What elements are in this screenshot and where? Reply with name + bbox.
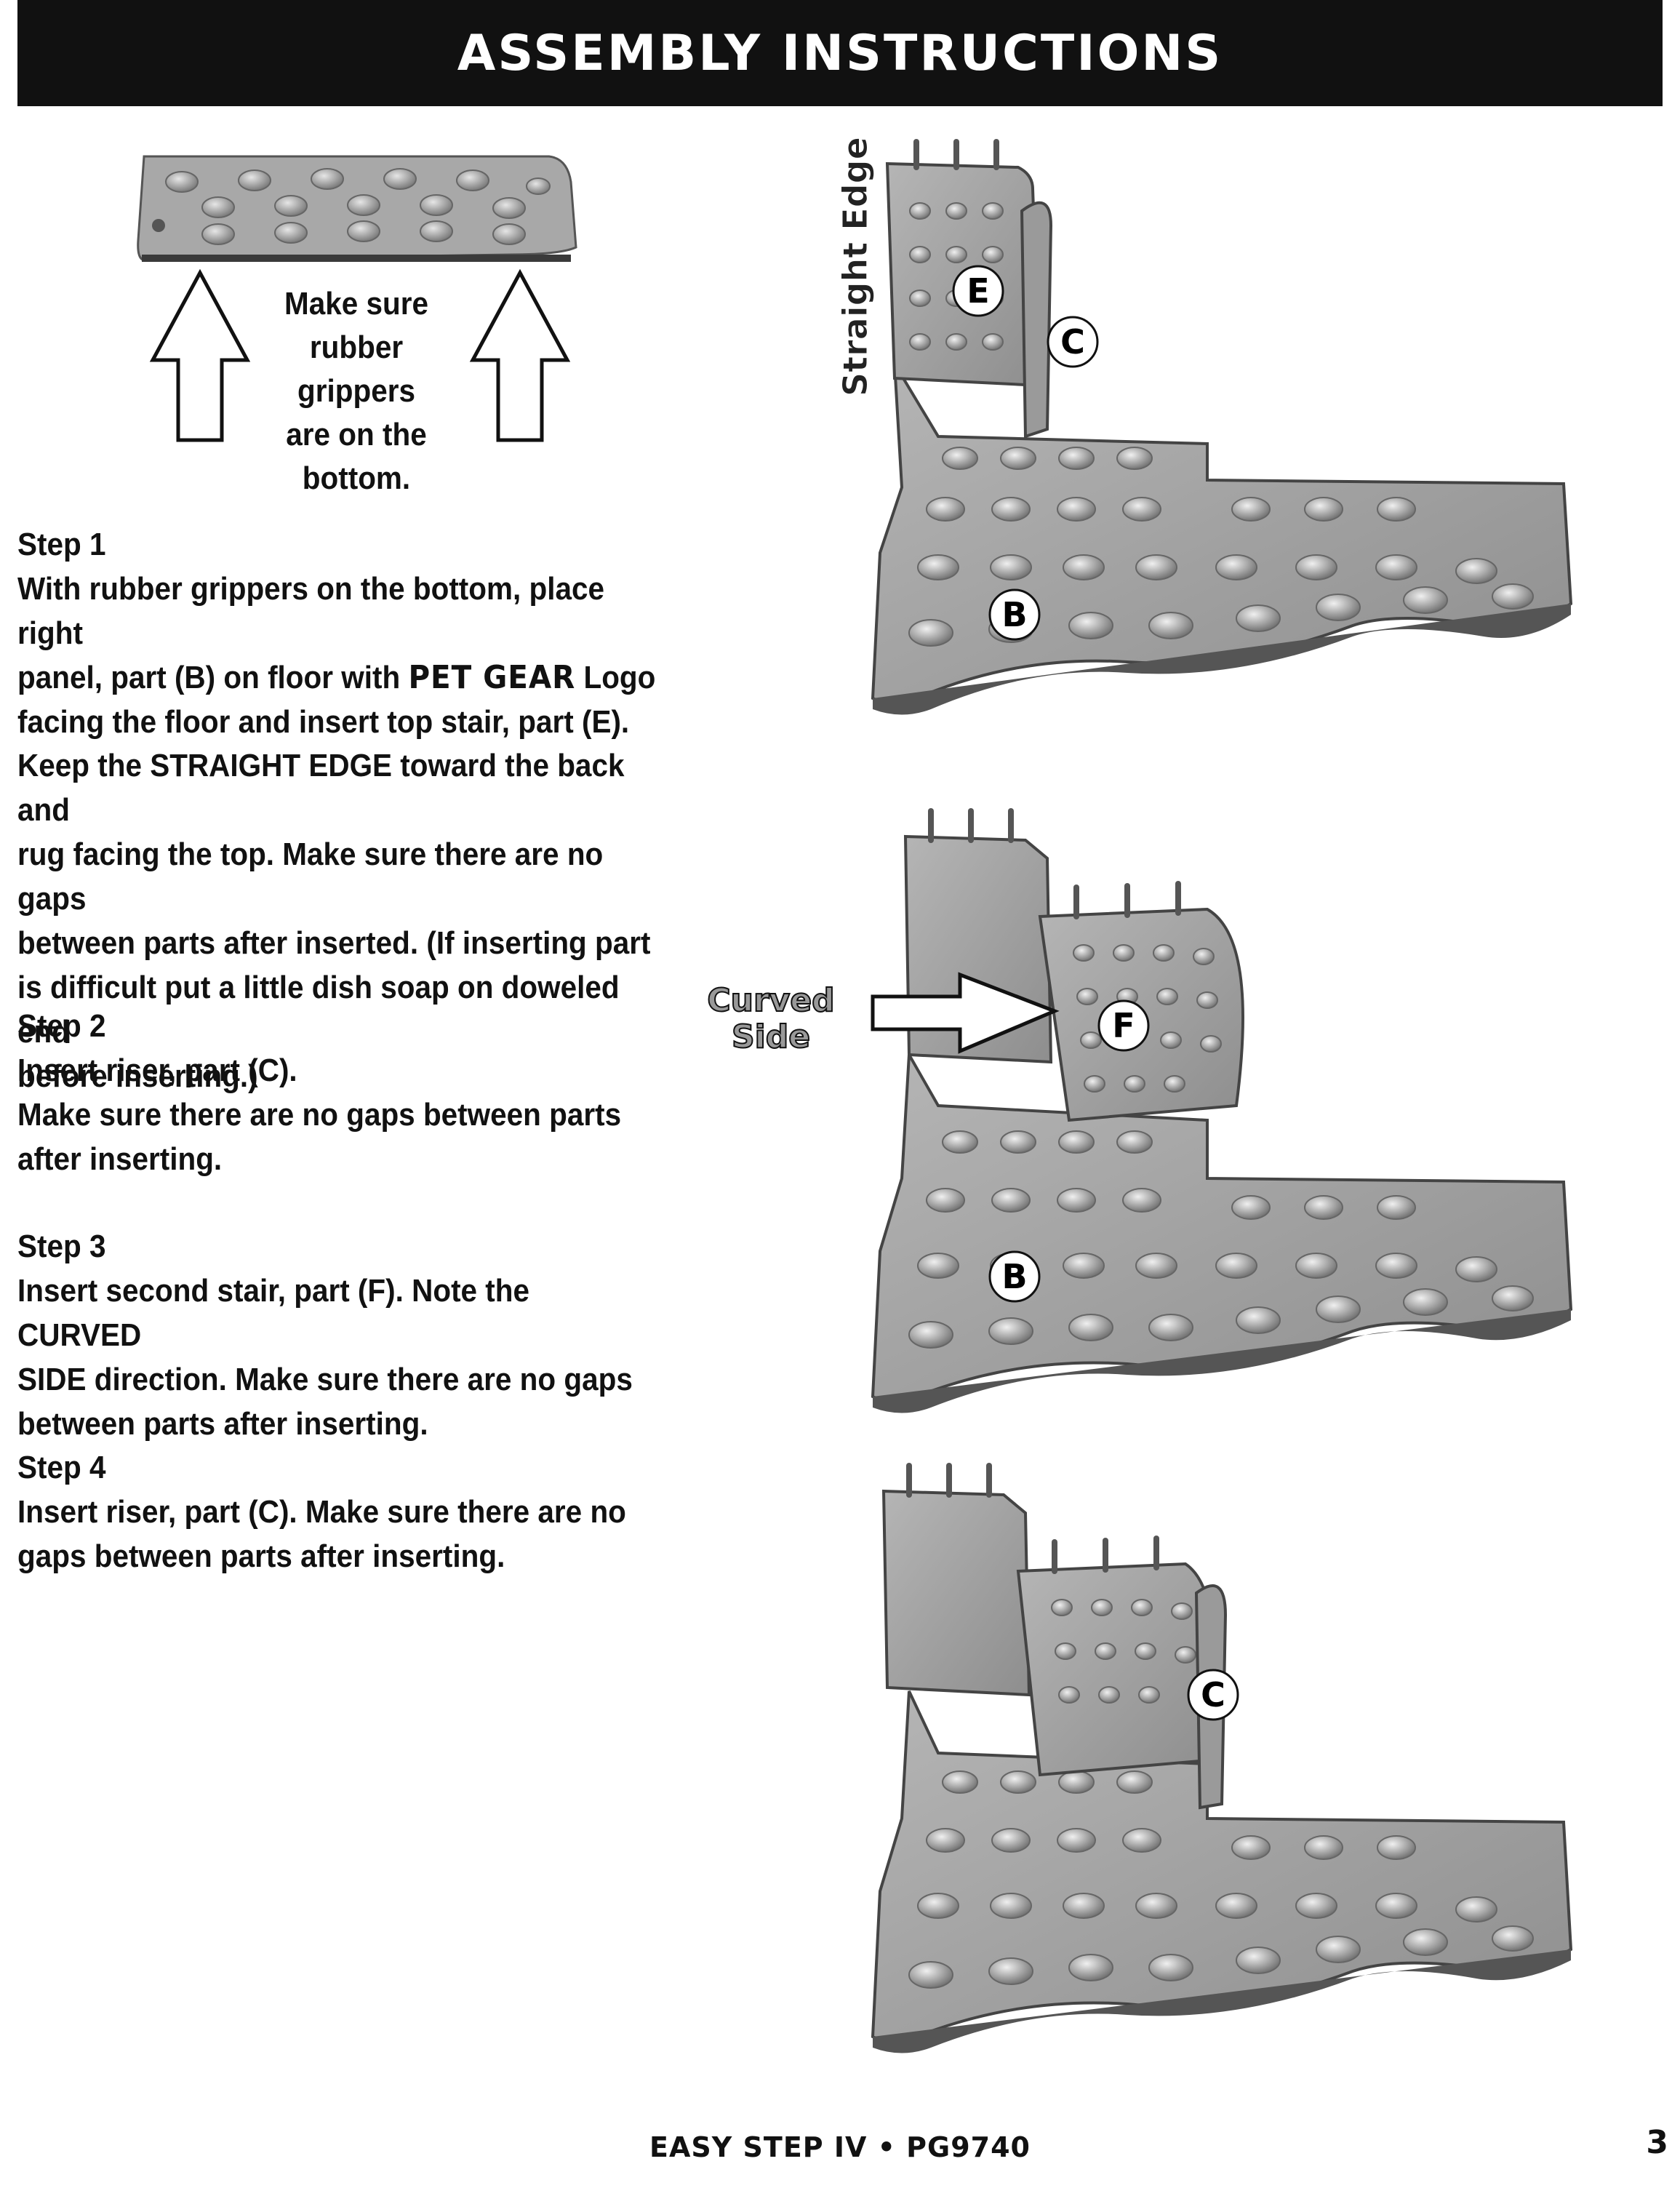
note-line: is difficult put a little dish soap on d… xyxy=(17,970,620,1050)
step-2-line: Insert riser, part (C). xyxy=(17,1053,297,1088)
gripper-note: Make sure rubber grippers are on the bot… xyxy=(256,282,457,500)
gripper-note-line: Make sure xyxy=(284,286,429,322)
gripper-note-line: bottom. xyxy=(302,460,411,496)
step-3-line: between parts after inserting. xyxy=(17,1406,428,1442)
part-label-b: B xyxy=(1001,595,1027,634)
note-line: before inserting.) xyxy=(17,1058,258,1094)
step-1-heading: Step 1 xyxy=(17,527,106,562)
step-4-line: Insert riser, part (C). Make sure there … xyxy=(17,1494,626,1530)
part-label-f: F xyxy=(1112,1006,1135,1045)
gripper-panel-illustration xyxy=(137,155,577,442)
part-label-c: C xyxy=(1060,322,1085,362)
figure-step-3-assembly: Curved Side F B xyxy=(706,808,1573,1413)
step-1-text: Logo xyxy=(575,660,656,695)
step-1-line: With rubber grippers on the bottom, plac… xyxy=(17,571,605,651)
step-1-line: facing the floor and insert top stair, p… xyxy=(17,704,630,740)
step-3-line: SIDE direction. Make sure there are no g… xyxy=(17,1362,633,1397)
part-label-c: C xyxy=(1201,1675,1225,1714)
gripper-note-line: rubber xyxy=(309,330,404,365)
straight-edge-label: Straight Edge xyxy=(836,137,875,396)
step-4-heading: Step 4 xyxy=(17,1450,106,1485)
step-4: Step 4 Insert riser, part (C). Make sure… xyxy=(17,1445,660,1578)
step-3: Step 3 Insert second stair, part (F). No… xyxy=(17,1224,660,1446)
figure-step-4-assembly: C xyxy=(871,1463,1573,2053)
footer-title: EASY STEP IV • PG9740 xyxy=(649,2131,1031,2163)
page-title: ASSEMBLY INSTRUCTIONS xyxy=(457,24,1223,82)
curved-side-label: Side xyxy=(732,1018,810,1055)
step-2-heading: Step 2 xyxy=(17,1008,106,1044)
step-1-line: panel, part (B) on floor with PET GEAR L… xyxy=(17,655,660,700)
step-3-line: Insert second stair, part (F). Note the … xyxy=(17,1273,530,1353)
step-2-line: Make sure there are no gaps between part… xyxy=(17,1097,622,1133)
figure-step-1-assembly: E C B Straight Edge xyxy=(836,137,1573,715)
pet-gear-logo-text: PET GEAR xyxy=(408,659,576,696)
note-line: Keep the STRAIGHT EDGE toward the back a… xyxy=(17,748,625,828)
page-number: 3 xyxy=(1646,2124,1668,2161)
step-3-heading: Step 3 xyxy=(17,1229,106,1264)
step-2: Step 2 Insert riser, part (C). Make sure… xyxy=(17,1004,660,1181)
step-1: Step 1 With rubber grippers on the botto… xyxy=(17,522,660,744)
part-label-b: B xyxy=(1001,1257,1027,1296)
step-1-text: panel, part (B) on floor with xyxy=(17,660,409,695)
note-line: rug facing the top. Make sure there are … xyxy=(17,837,604,917)
gripper-note-line: grippers xyxy=(297,373,415,409)
step-4-line: gaps between parts after inserting. xyxy=(17,1538,505,1574)
part-label-e: E xyxy=(967,271,989,311)
curved-side-label: Curved xyxy=(707,982,834,1019)
gripper-note-line: are on the xyxy=(286,417,427,452)
note-line: between parts after inserted. (If insert… xyxy=(17,925,651,961)
step-2-line: after inserting. xyxy=(17,1141,223,1177)
straight-edge-note: Keep the STRAIGHT EDGE toward the back a… xyxy=(17,743,660,1098)
page-header: ASSEMBLY INSTRUCTIONS xyxy=(17,0,1663,106)
